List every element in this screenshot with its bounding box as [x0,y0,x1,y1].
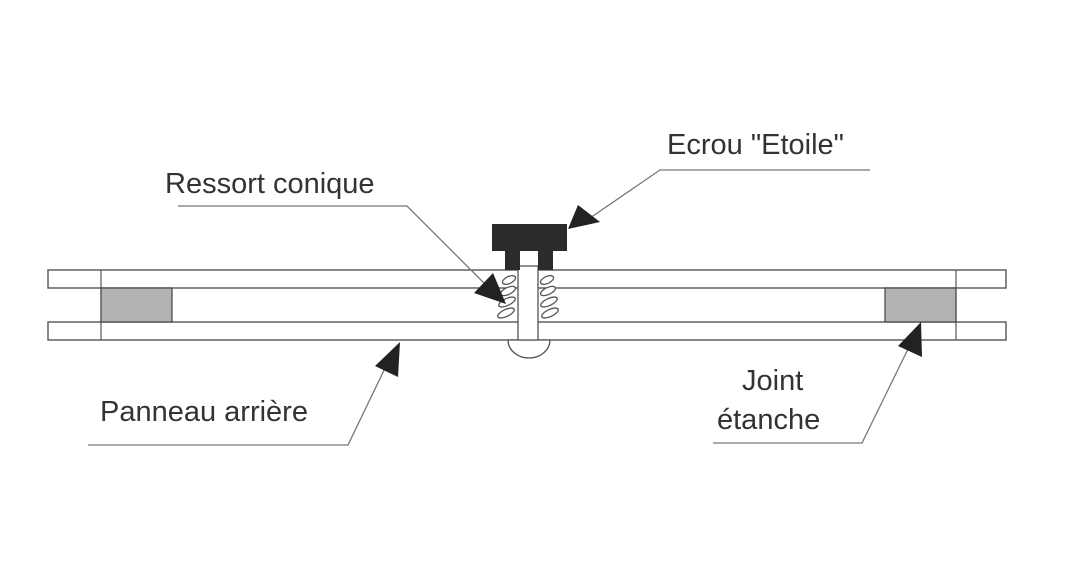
spring-leader-line [178,205,489,288]
seal-label-line1: Joint [742,365,804,397]
nut-arrow [568,205,600,229]
spring-label: Ressort conique [165,168,375,200]
back-panel-leader-line [88,361,389,446]
gasket-right [884,287,957,323]
gasket-left [100,287,173,323]
star-nut [492,224,567,270]
seal-label-line2: étanche [717,404,821,436]
back-panel-label: Panneau arrière [100,396,308,428]
seal-leader-line [713,344,911,444]
rivet-head [507,339,551,359]
fastener-shaft [517,265,539,341]
back-panel-arrow [375,342,400,377]
seal-arrow [898,322,922,357]
spring-arrow [474,273,506,304]
nut-label: Ecrou "Etoile" [667,129,844,161]
nut-leader-line [589,169,870,219]
conical-spring [497,275,559,319]
